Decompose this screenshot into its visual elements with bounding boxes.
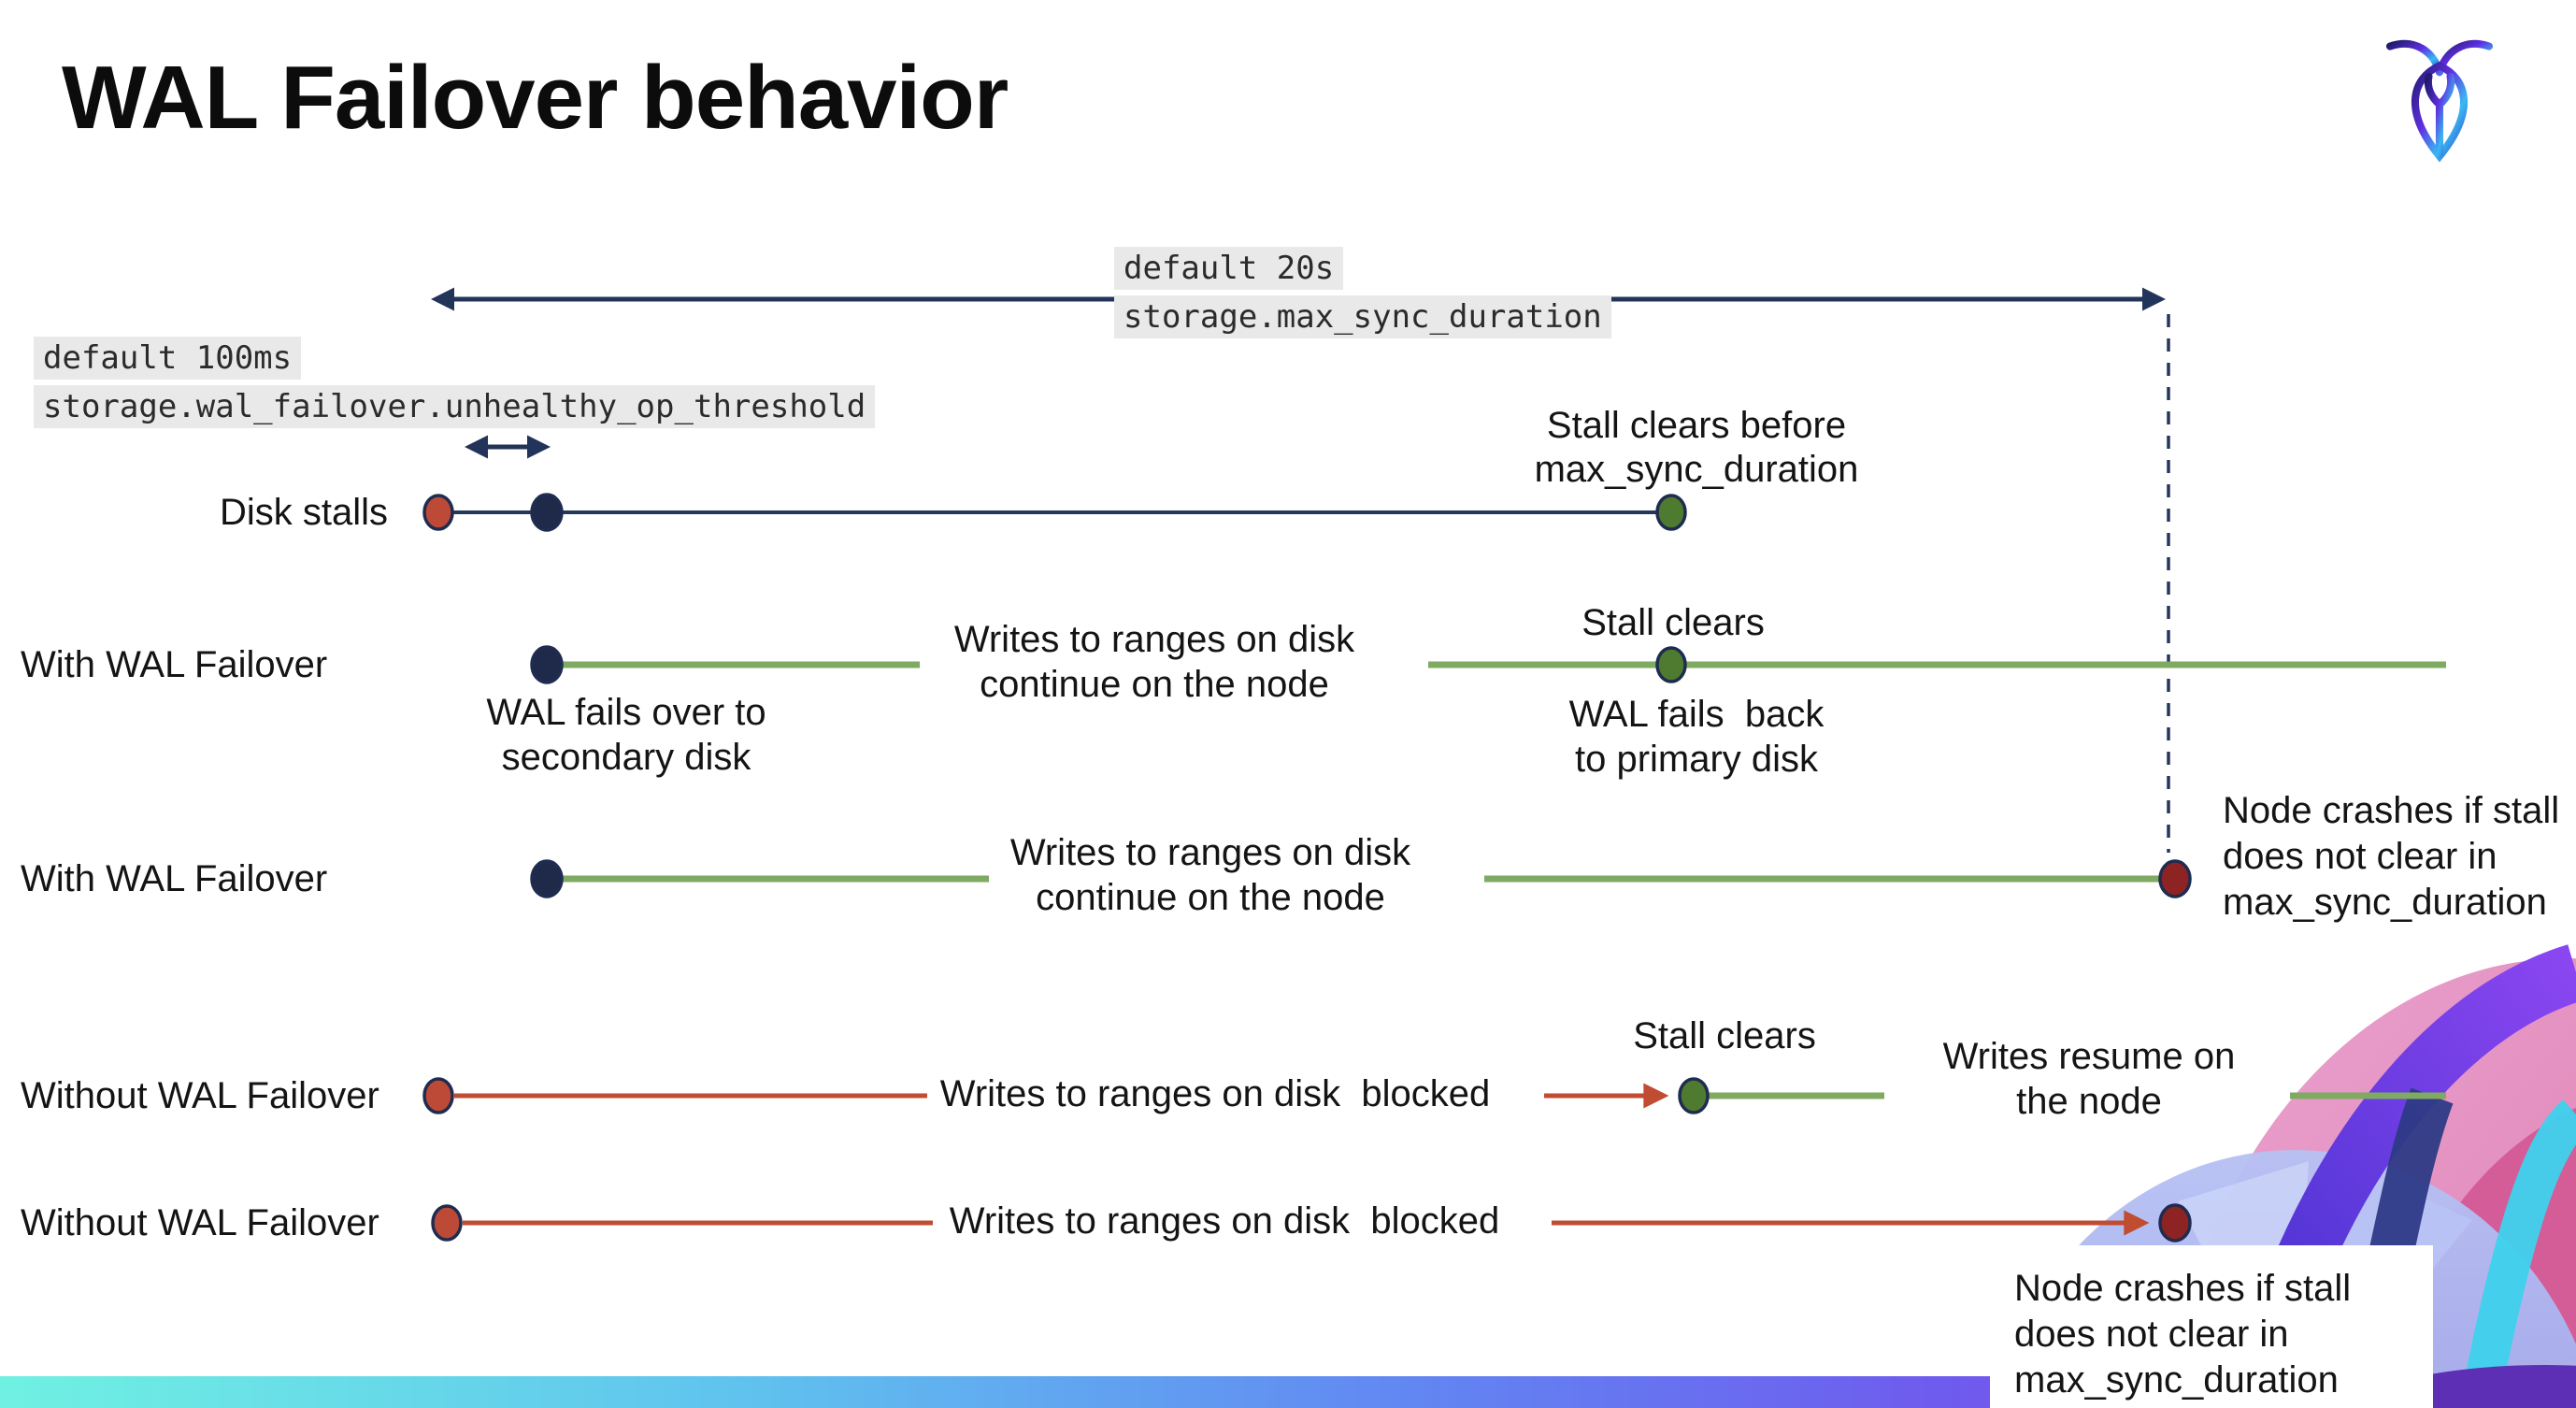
row-label-with-failover-1: With WAL Failover [21,644,328,685]
stall-start-dot-row1 [422,494,454,531]
crash-callout-box: Node crashes if stall does not clear in … [1990,1245,2433,1408]
row-label-with-failover-2: With WAL Failover [21,858,328,899]
row-label-disk-stalls: Disk stalls [219,492,388,533]
writes-continue-note-2: Writes to ranges on disk continue on the… [1009,832,1411,918]
failover-note: WAL fails over to secondary disk [486,692,766,778]
writes-continue-note-1: Writes to ranges on disk continue on the… [953,619,1355,705]
cockroachdb-logo-icon [2385,39,2494,163]
max-sync-default-chip: default 20s [1114,247,1344,290]
unhealthy-op-setting-chip: storage.wal_failover.unhealthy_op_thresh… [34,385,876,428]
writes-blocked-note-2: Writes to ranges on disk blocked [949,1200,1500,1242]
crash-dot-row3 [2158,859,2192,898]
stall-clears-note-row4: Stall clears [1633,1015,1816,1056]
brand-teal-arc [2459,1099,2576,1408]
max-sync-callout: default 20s storage.max_sync_duration [1114,247,1611,338]
failover-dot-row3 [530,859,564,898]
row-label-without-failover-1: Without WAL Failover [21,1075,379,1116]
page-title: WAL Failover behavior [62,48,1009,148]
crash-note-row3: Node crashes if stall does not clear in … [2223,790,2560,923]
stall-clears-note-row2: Stall clears [1581,602,1765,643]
failover-dot-row2 [530,645,564,684]
stall-clear-dot-row1 [1655,494,1687,531]
crash-note-row5: Node crashes if stall does not clear in … [2014,1268,2352,1401]
writes-blocked-note-1: Writes to ranges on disk blocked [939,1073,1491,1114]
threshold-dot-row1 [530,493,564,532]
stall-clears-before-note: Stall clears before max_sync_duration [1534,405,1859,490]
writes-resume-note: Writes resume on the node [1942,1036,2236,1122]
stall-start-dot-row4 [422,1077,454,1114]
unhealthy-op-default-chip: default 100ms [34,337,302,380]
stall-clear-dot-row2 [1655,646,1687,683]
stall-start-dot-row5 [431,1204,463,1242]
max-sync-setting-chip: storage.max_sync_duration [1114,295,1611,338]
crash-dot-row5 [2158,1203,2192,1243]
logo-vein [2424,72,2455,158]
row-label-without-failover-2: Without WAL Failover [21,1202,379,1243]
failback-note: WAL fails back to primary disk [1568,694,1825,780]
unhealthy-op-callout: default 100ms storage.wal_failover.unhea… [34,337,876,428]
stall-clear-dot-row4 [1678,1077,1710,1114]
